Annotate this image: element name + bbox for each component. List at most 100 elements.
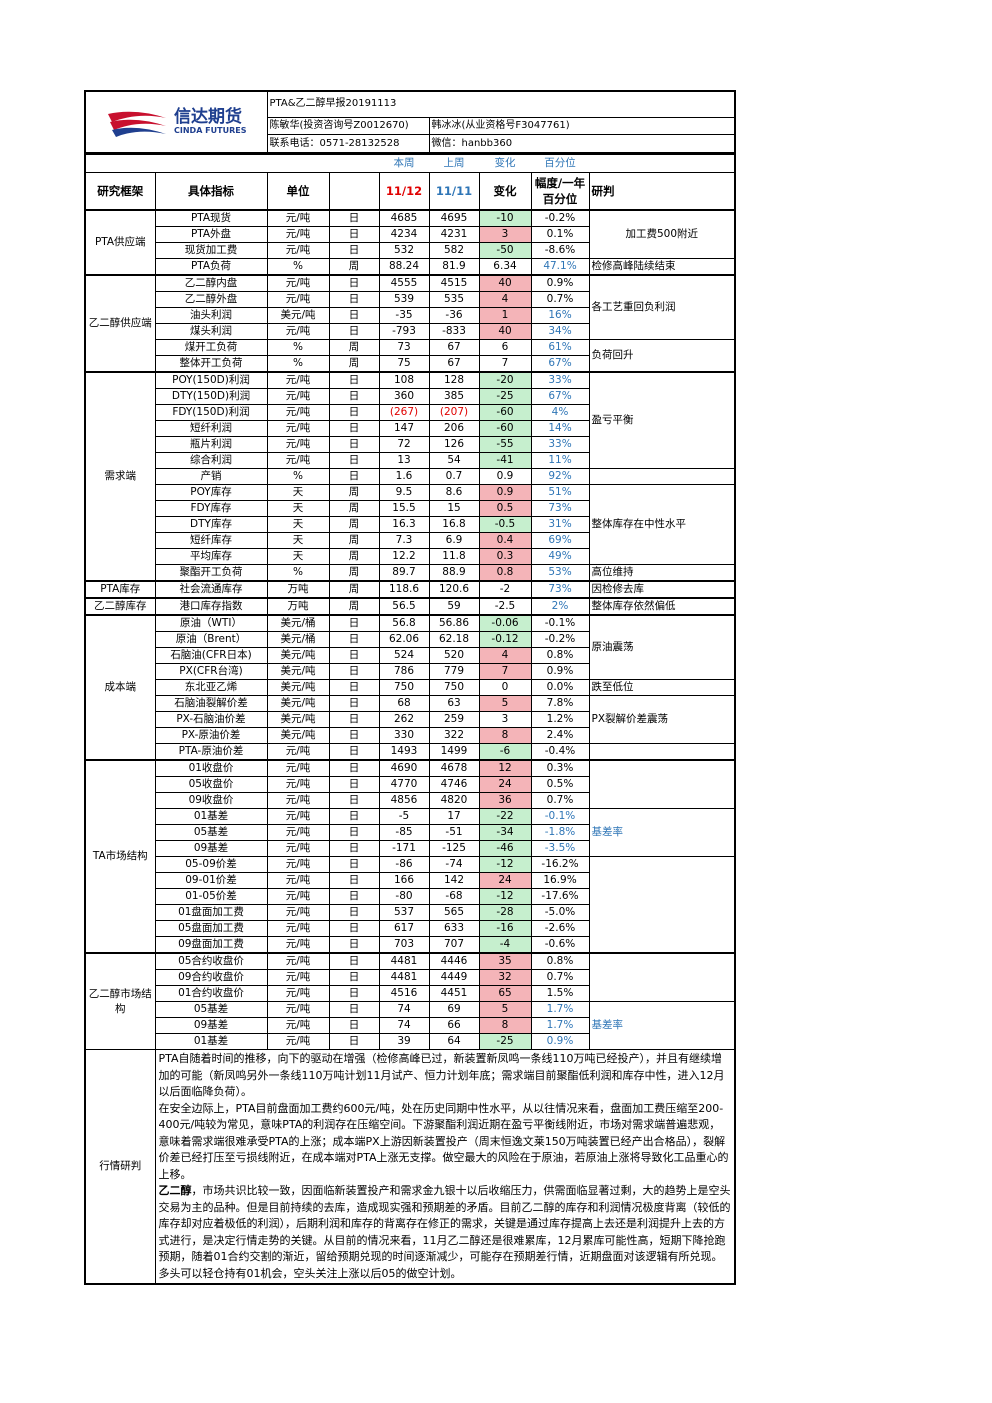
analysis-row: 行情研判 PTA自随着时间的推移，向下的驱动在增强（检修高峰已过，新装置新凤鸣一…: [84, 1049, 736, 1285]
previous-value: -74: [428, 856, 480, 873]
percent-value: -0.1%: [530, 614, 590, 632]
indicator-cell: 港口库存指数: [154, 597, 268, 616]
current-value: 532: [378, 242, 430, 259]
freq-cell: 日: [328, 1001, 380, 1018]
unit-cell: 天: [266, 516, 330, 533]
view-cell: 因检修去库: [588, 580, 736, 599]
change-value: 12: [478, 759, 532, 777]
indicator-cell: 短纤库存: [154, 532, 268, 549]
freq-cell: 日: [328, 985, 380, 1002]
indicator-cell: 石脑油裂解价差: [154, 695, 268, 712]
percent-value: -17.6%: [530, 888, 590, 905]
percent-value: 47.1%: [530, 258, 590, 276]
unit-cell: %: [266, 468, 330, 485]
freq-cell: 日: [328, 776, 380, 793]
unit-cell: 美元/吨: [266, 711, 330, 728]
freq-cell: 周: [328, 548, 380, 565]
current-value: -86: [378, 856, 430, 873]
indicator-cell: PTA外盘: [154, 226, 268, 243]
current-value: 750: [378, 679, 430, 696]
current-value: 118.6: [378, 580, 430, 599]
previous-value: 4678: [428, 759, 480, 777]
previous-value: 6.9: [428, 532, 480, 549]
indicator-cell: 煤开工负荷: [154, 339, 268, 356]
change-value: -46: [478, 840, 532, 857]
freq-cell: 日: [328, 727, 380, 744]
previous-value: 67: [428, 339, 480, 356]
current-value: 7.3: [378, 532, 430, 549]
previous-value: 4231: [428, 226, 480, 243]
view-cell: 负荷回升: [588, 339, 736, 373]
previous-value: 565: [428, 904, 480, 921]
indicator-cell: 01收盘价: [154, 759, 268, 777]
analysis-text: PTA自随着时间的推移，向下的驱动在增强（检修高峰已过，新装置新凤鸣一条线110…: [154, 1049, 736, 1285]
freq-cell: 日: [328, 436, 380, 453]
hdr-change: 变化: [478, 172, 532, 211]
change-value: -20: [478, 371, 532, 389]
unit-cell: 元/吨: [266, 1017, 330, 1034]
freq-cell: 日: [328, 695, 380, 712]
unit-cell: 美元/吨: [266, 679, 330, 696]
indicator-cell: 05合约收盘价: [154, 952, 268, 970]
percent-value: 67%: [530, 355, 590, 373]
current-value: -85: [378, 824, 430, 841]
indicator-cell: FDY库存: [154, 500, 268, 517]
view-cell: 盈亏平衡: [588, 371, 736, 469]
analysis-p3-body: ，市场共识比较一致，因面临新装置投产和需求金九银十以后收缩压力，供需面临显著过剩…: [158, 1184, 731, 1280]
current-value: -793: [378, 323, 430, 340]
current-value: 56.5: [378, 597, 430, 616]
previous-value: 535: [428, 291, 480, 308]
indicator-cell: 09盘面加工费: [154, 936, 268, 954]
current-value: 62.06: [378, 631, 430, 648]
logo-en: CINDA FUTURES: [174, 126, 247, 135]
change-value: -12: [478, 856, 532, 873]
indicator-cell: 现货加工费: [154, 242, 268, 259]
freq-cell: 周: [328, 564, 380, 582]
current-value: 4770: [378, 776, 430, 793]
freq-cell: 日: [328, 420, 380, 437]
current-value: 360: [378, 388, 430, 405]
previous-value: 128: [428, 371, 480, 389]
hdr-view: 研判: [588, 172, 736, 211]
unit-cell: %: [266, 339, 330, 356]
section-label: TA市场结构: [84, 759, 156, 954]
change-value: 4: [478, 647, 532, 664]
current-value: 4516: [378, 985, 430, 1002]
percent-value: 14%: [530, 420, 590, 437]
current-value: 9.5: [378, 484, 430, 501]
view-cell: [588, 468, 736, 485]
previous-value: -833: [428, 323, 480, 340]
current-value: 4690: [378, 759, 430, 777]
indicator-cell: PX-石脑油价差: [154, 711, 268, 728]
unit-cell: %: [266, 355, 330, 373]
freq-cell: 周: [328, 339, 380, 356]
change-value: -2: [478, 580, 532, 599]
label-change: 变化: [479, 154, 531, 173]
percent-value: 67%: [530, 388, 590, 405]
current-value: 166: [378, 872, 430, 889]
percent-value: -16.2%: [530, 856, 590, 873]
unit-cell: 元/吨: [266, 840, 330, 857]
percent-value: 0.7%: [530, 792, 590, 809]
view-cell: 整体库存依然偏低: [588, 597, 736, 616]
section-label: 乙二醇供应端: [84, 274, 156, 373]
change-value: -25: [478, 1033, 532, 1050]
freq-cell: 日: [328, 969, 380, 986]
percent-value: 4%: [530, 404, 590, 421]
freq-cell: 周: [328, 532, 380, 549]
view-cell: PX裂解价差震荡: [588, 695, 736, 744]
current-value: 4555: [378, 274, 430, 292]
freq-cell: 日: [328, 468, 380, 485]
percent-value: -0.1%: [530, 808, 590, 825]
indicator-cell: 05盘面加工费: [154, 920, 268, 937]
percent-value: 0.5%: [530, 776, 590, 793]
previous-value: 4695: [428, 209, 480, 227]
